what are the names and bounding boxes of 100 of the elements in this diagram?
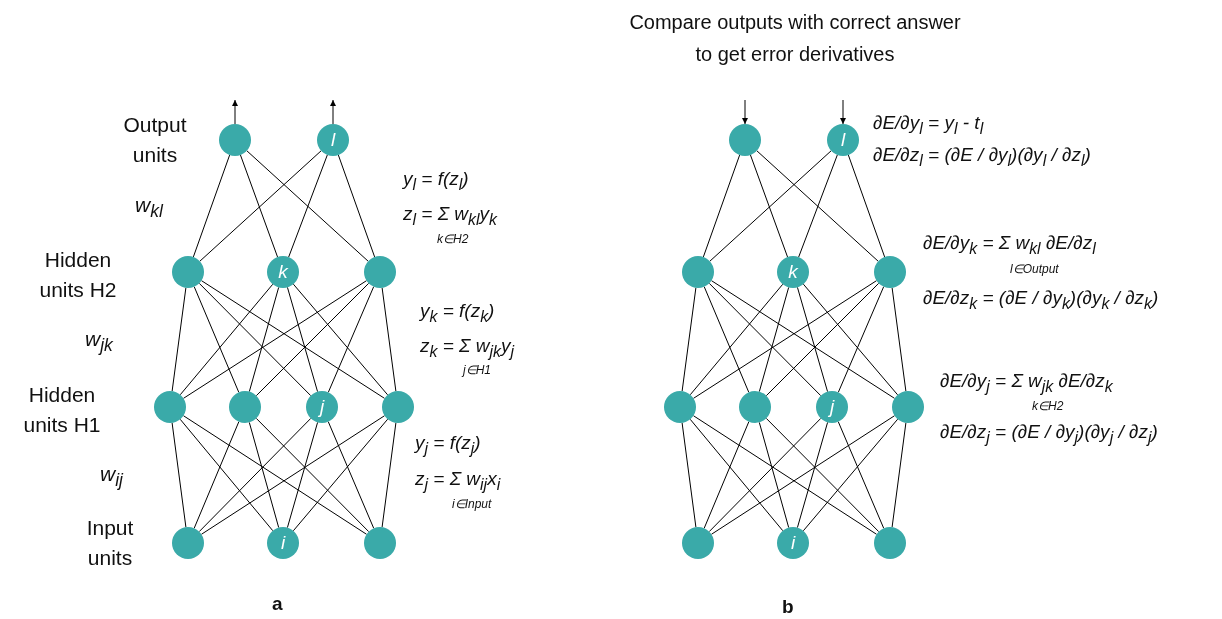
connection-line: [692, 415, 878, 535]
connection-line: [239, 154, 279, 258]
connection-line: [248, 421, 280, 529]
summation-index: l∈Output: [1010, 262, 1059, 276]
connection-line: [193, 421, 240, 529]
arrow: [330, 99, 336, 125]
neuron-circle: [154, 391, 186, 423]
equation: z$_{j}$ = Σ w$_{ij}$x$_{i}$: [415, 468, 501, 494]
connection-line: [381, 422, 397, 528]
connection-line: [709, 150, 832, 262]
neuron-circle: [364, 256, 396, 288]
connection-line: [758, 421, 790, 529]
weight-label: w$_{kl}$: [135, 193, 163, 223]
neuron-circle: k: [267, 256, 299, 288]
caption: Compare outputs with correct answer to get error derivatives: [628, 10, 962, 67]
summation-index: k∈H2: [1032, 399, 1064, 413]
panel-label: b: [782, 596, 794, 618]
equation: ∂E/∂y$_{k}$ = Σ w$_{kl}$ ∂E/∂z$_{l}$: [923, 232, 1096, 258]
equation: ∂E/∂z$_{k}$ = (∂E / ∂y$_{k}$)(∂y$_{k}$ / ∂z$_{k}$): [923, 287, 1159, 313]
connection-line: [381, 287, 397, 392]
connection-line: [286, 286, 319, 393]
connection-line: [192, 154, 231, 258]
neuron-circle: [682, 256, 714, 288]
connection-line: [796, 286, 829, 393]
connection-line: [288, 154, 328, 258]
neuron-circle: [874, 527, 906, 559]
equation: y$_{l}$ = f(z$_{l}$): [403, 168, 469, 194]
arrow: [232, 99, 238, 125]
connection-line: [246, 150, 369, 262]
summation-index: i∈Input: [452, 497, 492, 511]
connection-line: [200, 415, 386, 535]
connection-line: [689, 418, 784, 532]
neuron-circle: [172, 256, 204, 288]
connection-line: [710, 415, 896, 535]
neuron-circle: l: [317, 124, 349, 156]
neuron-circle: [874, 256, 906, 288]
connection-line: [798, 154, 838, 258]
connection-line: [689, 283, 784, 396]
connection-line: [198, 417, 312, 533]
neuron-circle: k: [777, 256, 809, 288]
connection-line: [749, 154, 789, 258]
connection-line: [847, 154, 886, 258]
connection-line: [708, 282, 822, 397]
connection-line: [703, 286, 750, 393]
connection-line: [292, 283, 389, 396]
connection-line: [292, 418, 389, 532]
equation: y$_{j}$ = f(z$_{j}$): [415, 432, 481, 458]
connection-line: [286, 421, 319, 529]
connection-line: [248, 286, 280, 393]
connection-line: [837, 421, 885, 529]
connection-line: [199, 150, 322, 262]
neuron-circle: [382, 391, 414, 423]
connection-line: [171, 287, 187, 392]
connection-line: [765, 282, 880, 397]
equation: ∂E/∂y$_{l}$ = y$_{l}$ - t$_{l}$: [873, 112, 984, 138]
neuron-circle: j: [816, 391, 848, 423]
connection-line: [708, 417, 822, 533]
connection-line: [756, 150, 879, 262]
equation: z$_{l}$ = Σ w$_{kl}$y$_{k}$: [403, 203, 497, 229]
layer-label: Input units: [85, 515, 135, 571]
connection-line: [891, 287, 907, 392]
connection-line: [891, 422, 907, 528]
connection-line: [802, 283, 899, 396]
neuron-circle: j: [306, 391, 338, 423]
connection-line: [681, 287, 697, 392]
connection-line: [182, 280, 368, 399]
connection-line: [758, 286, 790, 393]
connection-line: [200, 280, 386, 399]
connection-line: [703, 421, 750, 529]
connection-line: [681, 422, 697, 528]
neuron-circle: l: [827, 124, 859, 156]
connection-line: [796, 421, 829, 529]
weight-label: w$_{jk}$: [85, 327, 113, 357]
panel-label: a: [272, 593, 283, 615]
neuron-circle: [682, 527, 714, 559]
connection-line: [327, 421, 375, 529]
connection-line: [765, 417, 880, 533]
neuron-circle: [729, 124, 761, 156]
arrow: [742, 99, 748, 125]
neuron-circle: [364, 527, 396, 559]
equation: ∂E/∂y$_{j}$ = Σ w$_{jk}$ ∂E/∂z$_{k}$: [940, 370, 1113, 396]
layer-label: Output units: [122, 112, 188, 168]
equation: y$_{k}$ = f(z$_{k}$): [420, 300, 495, 326]
arrow: [840, 99, 846, 125]
connection-line: [327, 286, 375, 393]
equation: ∂E/∂z$_{j}$ = (∂E / ∂y$_{j}$)(∂y$_{j}$ / ∂z$_{j}$): [940, 421, 1158, 447]
connection-line: [182, 415, 368, 535]
weight-label: w$_{ij}$: [100, 462, 123, 492]
connection-line: [171, 422, 187, 528]
neuron-circle: i: [777, 527, 809, 559]
connection-line: [337, 154, 376, 258]
connection-line: [179, 283, 274, 396]
neuron-circle: [172, 527, 204, 559]
neuron-circle: [219, 124, 251, 156]
equation: ∂E/∂z$_{l}$ = (∂E / ∂y$_{l}$)(∂y$_{l}$ / ∂z$_{l}$): [873, 144, 1091, 170]
summation-index: j∈H1: [463, 363, 491, 377]
connection-line: [179, 418, 274, 532]
connection-line: [802, 418, 899, 532]
neuron-circle: [664, 391, 696, 423]
neuron-circle: [892, 391, 924, 423]
